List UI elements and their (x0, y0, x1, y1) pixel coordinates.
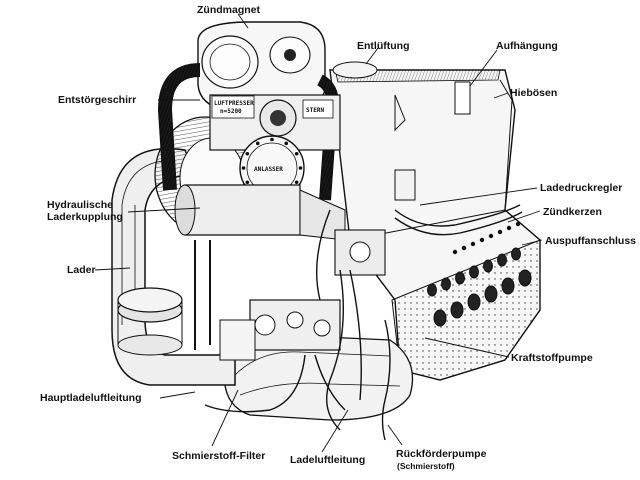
exhaust-port (511, 247, 521, 261)
exhaust-port (433, 309, 447, 327)
luftpresser-plate: LUFTPRESSER (214, 100, 254, 107)
bolt (245, 180, 250, 185)
spark-plug (479, 237, 485, 243)
spark-plug (497, 229, 503, 235)
bolt (255, 141, 260, 146)
spark-plug (506, 225, 512, 231)
label-schmierstoff-note: (Schmierstoff) (397, 461, 455, 471)
label-schmierstoff-filter: Schmierstoff-Filter (172, 450, 266, 462)
bolt (294, 180, 299, 185)
exhaust-ports (427, 221, 532, 327)
exhaust-port (501, 277, 515, 295)
bolt (270, 137, 274, 142)
label-zuendmagnet: Zündmagnet (197, 4, 260, 16)
lower-housing (223, 333, 414, 421)
label-kraftstoffpumpe: Kraftstoffpumpe (511, 352, 593, 364)
bolt (298, 166, 303, 170)
label-ladeluftleitung: Ladeluftleitung (290, 454, 366, 466)
label-aufhaengung: Aufhängung (496, 40, 558, 52)
label-rueckfoerderpumpe: Rückförderpumpe (396, 448, 487, 460)
leader-lines (94, 13, 543, 453)
spark-plug (488, 233, 494, 239)
exhaust-port (450, 301, 464, 319)
top-details (332, 61, 471, 201)
magneto (197, 21, 326, 111)
supercharger-duct (111, 147, 236, 386)
spark-plug (461, 245, 467, 251)
luftpresser-rpm: n=5200 (220, 108, 242, 115)
label-ladedruckregler: Ladedruckregler (540, 182, 623, 194)
spark-plug (515, 221, 521, 227)
hydraulic-coupling (174, 184, 346, 350)
label-hauptladeluftleitung: Hauptladeluftleitung (40, 392, 142, 404)
label-hydraulische: Hydraulische (47, 199, 113, 211)
label-entstoergeschirr: Entstörgeschirr (58, 94, 137, 106)
label-entlueftung: Entlüftung (357, 40, 410, 52)
exhaust-port (455, 271, 465, 285)
label-hieboesen: Hiebösen (510, 87, 558, 99)
spark-plug (470, 241, 476, 247)
exhaust-port (467, 293, 481, 311)
bolt (294, 151, 299, 156)
pump-cluster (219, 229, 386, 361)
bolt (284, 141, 289, 146)
exhaust-port (427, 283, 437, 297)
stern-plate: STERN (306, 107, 324, 114)
label-auspuffanschluss: Auspuffanschluss (545, 235, 637, 247)
bolt (241, 166, 246, 170)
exhaust-port (497, 253, 507, 267)
exhaust-port (518, 269, 532, 287)
anlasser-plate: ANLASSER (254, 166, 283, 173)
label-zuendkerzen: Zündkerzen (543, 206, 602, 218)
fuel-lines (204, 204, 523, 441)
label-lader: Lader (67, 264, 96, 276)
exhaust-port (441, 277, 451, 291)
label-laderkupplung: Laderkupplung (47, 211, 123, 223)
bolt (245, 151, 250, 156)
crankcase (329, 69, 541, 381)
exhaust-port (483, 259, 493, 273)
exhaust-port (484, 285, 498, 303)
exhaust-port (469, 265, 479, 279)
spark-plug (452, 249, 458, 255)
